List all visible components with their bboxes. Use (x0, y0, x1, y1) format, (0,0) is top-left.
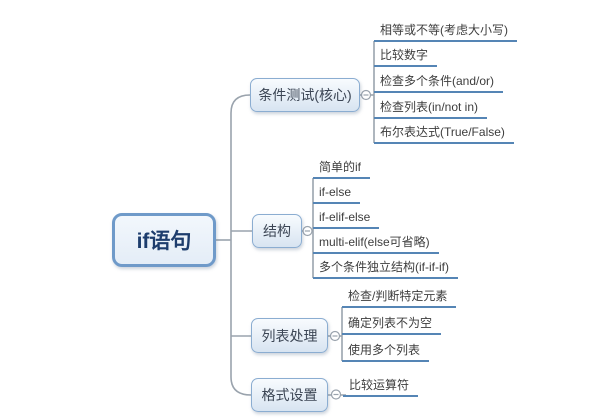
leaf-multiple-lists[interactable]: 使用多个列表 (342, 342, 430, 362)
branch-list-handling[interactable]: 列表处理 (251, 318, 328, 353)
leaf-comparison-operators[interactable]: 比较运算符 (343, 377, 419, 397)
branch-condition-tests[interactable]: 条件测试(核心) (250, 78, 360, 112)
collapse-toggle-list[interactable] (329, 330, 341, 342)
leaf-list-not-empty[interactable]: 确定列表不为空 (342, 315, 442, 335)
leaf-equal-or-not[interactable]: 相等或不等(考虑大小写) (374, 22, 517, 42)
leaf-check-list[interactable]: 检查列表(in/not in) (374, 99, 488, 119)
collapse-toggle-structure[interactable] (302, 225, 313, 237)
leaf-if-elif-else[interactable]: if-elif-else (313, 209, 380, 229)
trunk-line (230, 94, 252, 396)
collapse-toggle-condition[interactable] (360, 89, 372, 101)
leaf-multi-elif[interactable]: multi-elif(else可省略) (313, 234, 439, 254)
leaf-simple-if[interactable]: 简单的if (313, 159, 371, 179)
branch-formatting[interactable]: 格式设置 (251, 378, 328, 412)
leaf-compare-numbers[interactable]: 比较数字 (374, 47, 438, 67)
leaf-check-element[interactable]: 检查/判断特定元素 (342, 288, 457, 308)
collapse-toggle-format[interactable] (330, 389, 342, 400)
branch-structure[interactable]: 结构 (252, 214, 302, 248)
leaf-boolean-expr[interactable]: 布尔表达式(True/False) (374, 124, 514, 144)
root-node-if-statement[interactable]: if语句 (112, 213, 216, 267)
leaf-independent-ifs[interactable]: 多个条件独立结构(if-if-if) (313, 259, 458, 279)
leaf-if-else[interactable]: if-else (313, 184, 361, 204)
leaf-multi-conditions[interactable]: 检查多个条件(and/or) (374, 73, 504, 93)
